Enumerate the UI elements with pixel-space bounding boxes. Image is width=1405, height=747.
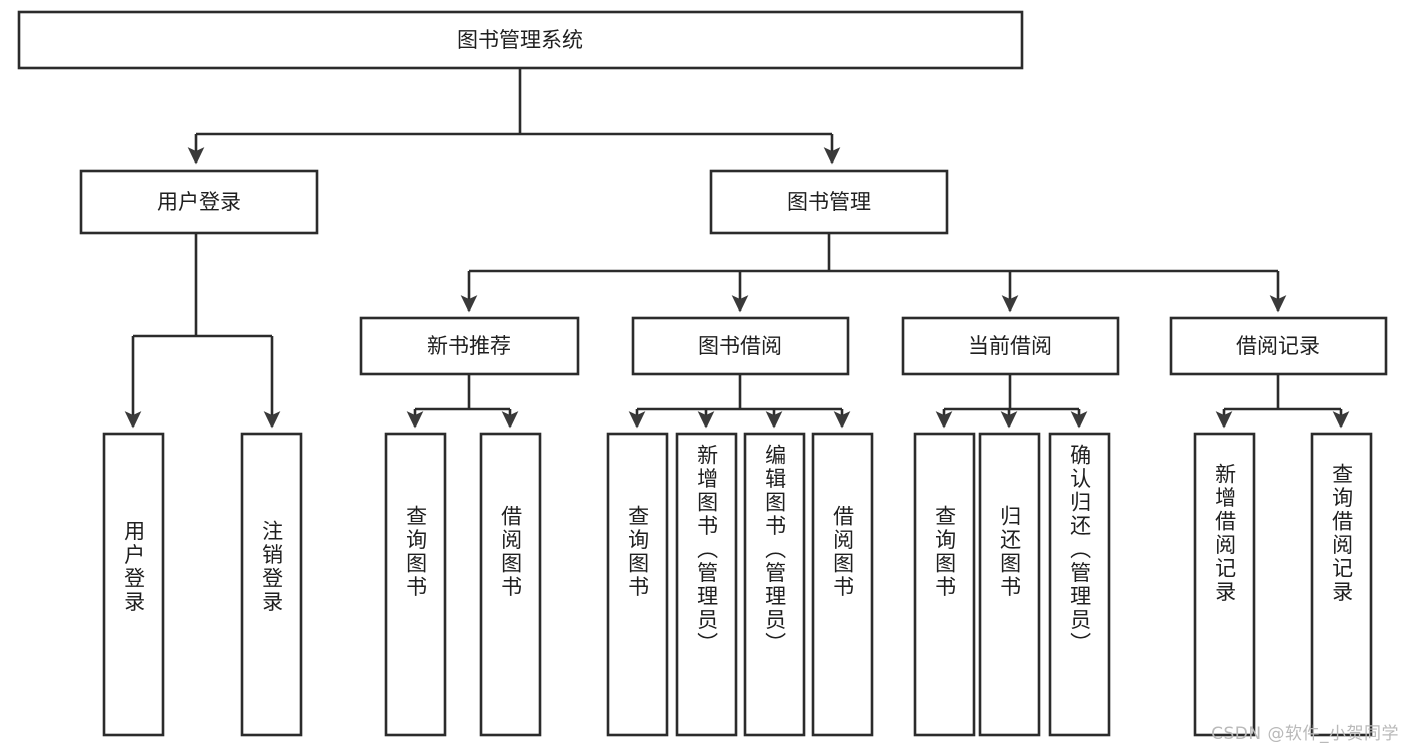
node-current-borrow[interactable]: 当前借阅: [901, 316, 1120, 376]
connector-user-login-to-leaves: [124, 233, 281, 429]
node-current-borrow-label: 当前借阅: [968, 334, 1052, 358]
connector-root-to-level2: [187, 68, 841, 165]
connector-book-borrow-to-leaves: [628, 374, 851, 429]
node-book-borrow-label: 图书借阅: [698, 334, 782, 358]
node-new-book-rec[interactable]: 新书推荐: [359, 316, 580, 376]
leaf-box-confirm-return[interactable]: [1048, 432, 1111, 737]
csdn-watermark: CSDN @软件_小贺同学: [1211, 724, 1399, 744]
leaf-box-add-book[interactable]: [675, 432, 738, 737]
leaf-boxes: [102, 432, 1373, 737]
node-user-login-label: 用户登录: [157, 190, 241, 214]
connector-book-manage-to-level3: [460, 233, 1287, 313]
connector-new-book-rec-to-leaves: [406, 374, 519, 429]
node-root[interactable]: 图书管理系统: [17, 10, 1024, 70]
leaf-box-query-book-3[interactable]: [913, 432, 976, 737]
leaf-box-edit-book[interactable]: [743, 432, 806, 737]
leaf-box-query-book-1[interactable]: [384, 432, 447, 737]
node-borrow-record[interactable]: 借阅记录: [1169, 316, 1388, 376]
leaf-box-add-record[interactable]: [1193, 432, 1256, 737]
leaf-box-query-book-2[interactable]: [606, 432, 669, 737]
connector-current-borrow-to-leaves: [935, 374, 1088, 429]
connector-borrow-record-to-leaves: [1215, 374, 1350, 429]
node-book-manage[interactable]: 图书管理: [709, 169, 949, 235]
leaf-box-logout[interactable]: [240, 432, 303, 737]
node-book-borrow[interactable]: 图书借阅: [631, 316, 850, 376]
leaf-box-borrow-book-2[interactable]: [811, 432, 874, 737]
leaf-box-user-login[interactable]: [102, 432, 165, 737]
node-root-label: 图书管理系统: [457, 28, 583, 52]
node-user-login[interactable]: 用户登录: [79, 169, 319, 235]
leaf-box-borrow-book-1[interactable]: [479, 432, 542, 737]
leaf-box-return-book[interactable]: [978, 432, 1041, 737]
leaf-box-query-record[interactable]: [1310, 432, 1373, 737]
node-book-manage-label: 图书管理: [787, 190, 871, 214]
node-borrow-record-label: 借阅记录: [1236, 334, 1320, 358]
node-new-book-rec-label: 新书推荐: [427, 334, 511, 358]
